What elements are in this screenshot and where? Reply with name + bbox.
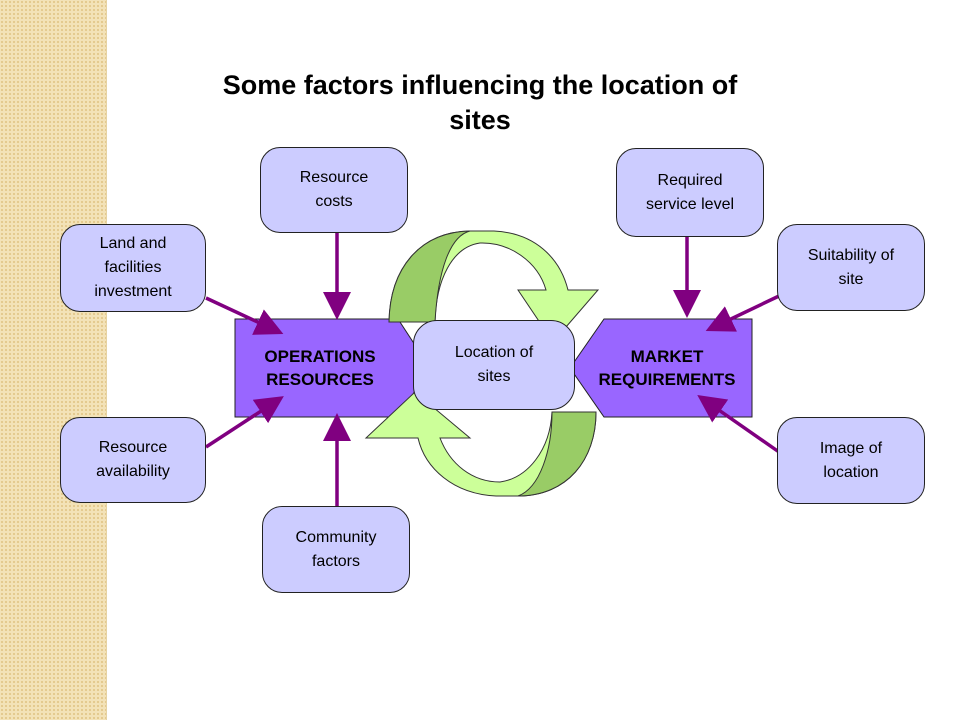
cycle-arrows: [364, 230, 600, 497]
resource-availability-box: Resource availability: [60, 417, 206, 503]
arrow-image-location: [697, 394, 781, 454]
required-service-box: Required service level: [616, 148, 764, 237]
community-factors-box: Community factors: [262, 506, 410, 593]
cycle-arrow-top-shade: [388, 230, 471, 323]
arrow-land-facilities: [205, 296, 284, 335]
arrow-suitability: [705, 294, 780, 332]
location-of-sites-box: Location of sites: [413, 320, 575, 410]
cycle-arrow-bottom-shade: [517, 411, 597, 497]
diagram-title: Some factors influencing the location of…: [222, 70, 738, 135]
land-facilities-box: Land and facilities investment: [60, 224, 206, 312]
decorative-side-strip: [0, 0, 107, 720]
operations-resources-label: OPERATIONS RESOURCES: [264, 347, 376, 389]
arrow-resource-availability: [205, 396, 284, 449]
resource-costs-box: Resource costs: [260, 147, 408, 233]
market-requirements-label: MARKET REQUIREMENTS: [598, 347, 736, 389]
suitability-box: Suitability of site: [777, 224, 925, 311]
image-location-box: Image of location: [777, 417, 925, 504]
